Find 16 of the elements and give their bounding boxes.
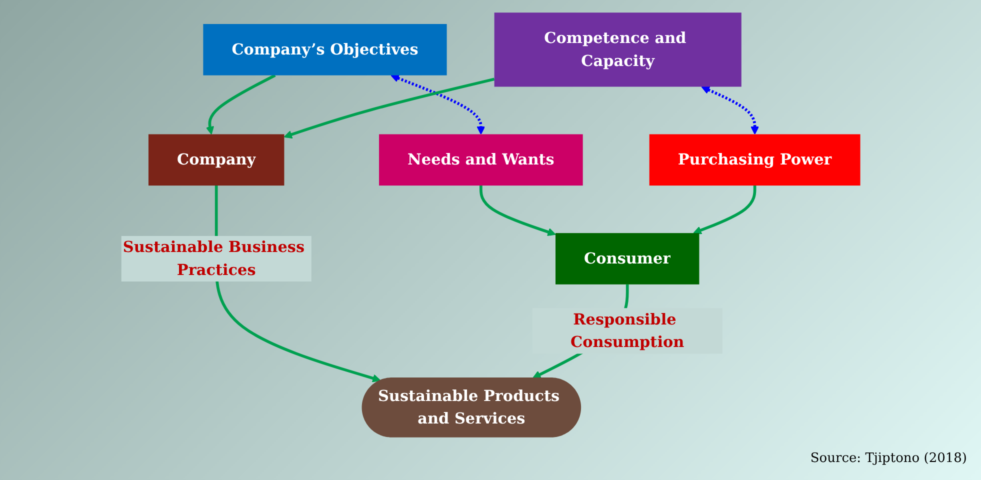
node-box: Needs and Wants — [378, 134, 583, 186]
arrow — [390, 74, 485, 135]
node-box: Consumer — [555, 233, 699, 284]
edge-label: Sustainable Business Practices — [122, 238, 304, 279]
source-caption: Source: Tjiptono (2018) — [810, 451, 967, 466]
arrow — [700, 86, 759, 135]
node-box: Company’s Objectives — [202, 24, 446, 76]
arrow — [692, 186, 756, 234]
arrow — [479, 186, 556, 236]
node-box: Purchasing Power — [649, 134, 860, 186]
node-box: Competence and Capacity — [494, 12, 742, 87]
node-box: Company — [148, 134, 284, 186]
arrow — [284, 78, 494, 139]
arrow — [206, 74, 276, 135]
node-box: Sustainable Products and Services — [362, 378, 581, 438]
edge-label: Responsible Consumption — [570, 310, 684, 351]
